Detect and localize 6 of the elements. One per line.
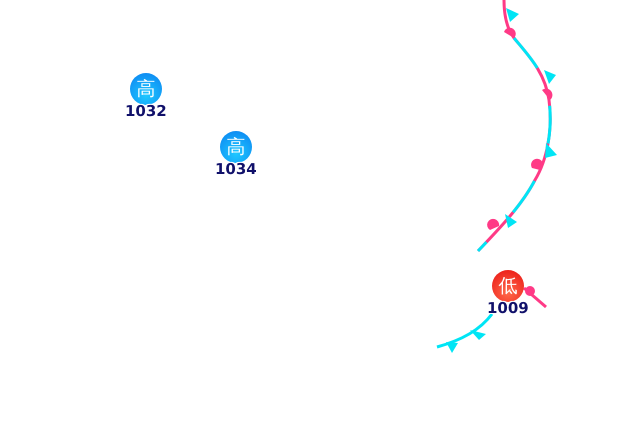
- pressure-value: 1009: [487, 300, 529, 316]
- high-pressure-marker: 高: [130, 73, 162, 105]
- high-pressure-marker: 高: [220, 131, 252, 163]
- pressure-value: 1032: [125, 103, 167, 119]
- low-pressure-marker: 低: [492, 270, 524, 302]
- pressure-value: 1034: [215, 161, 257, 177]
